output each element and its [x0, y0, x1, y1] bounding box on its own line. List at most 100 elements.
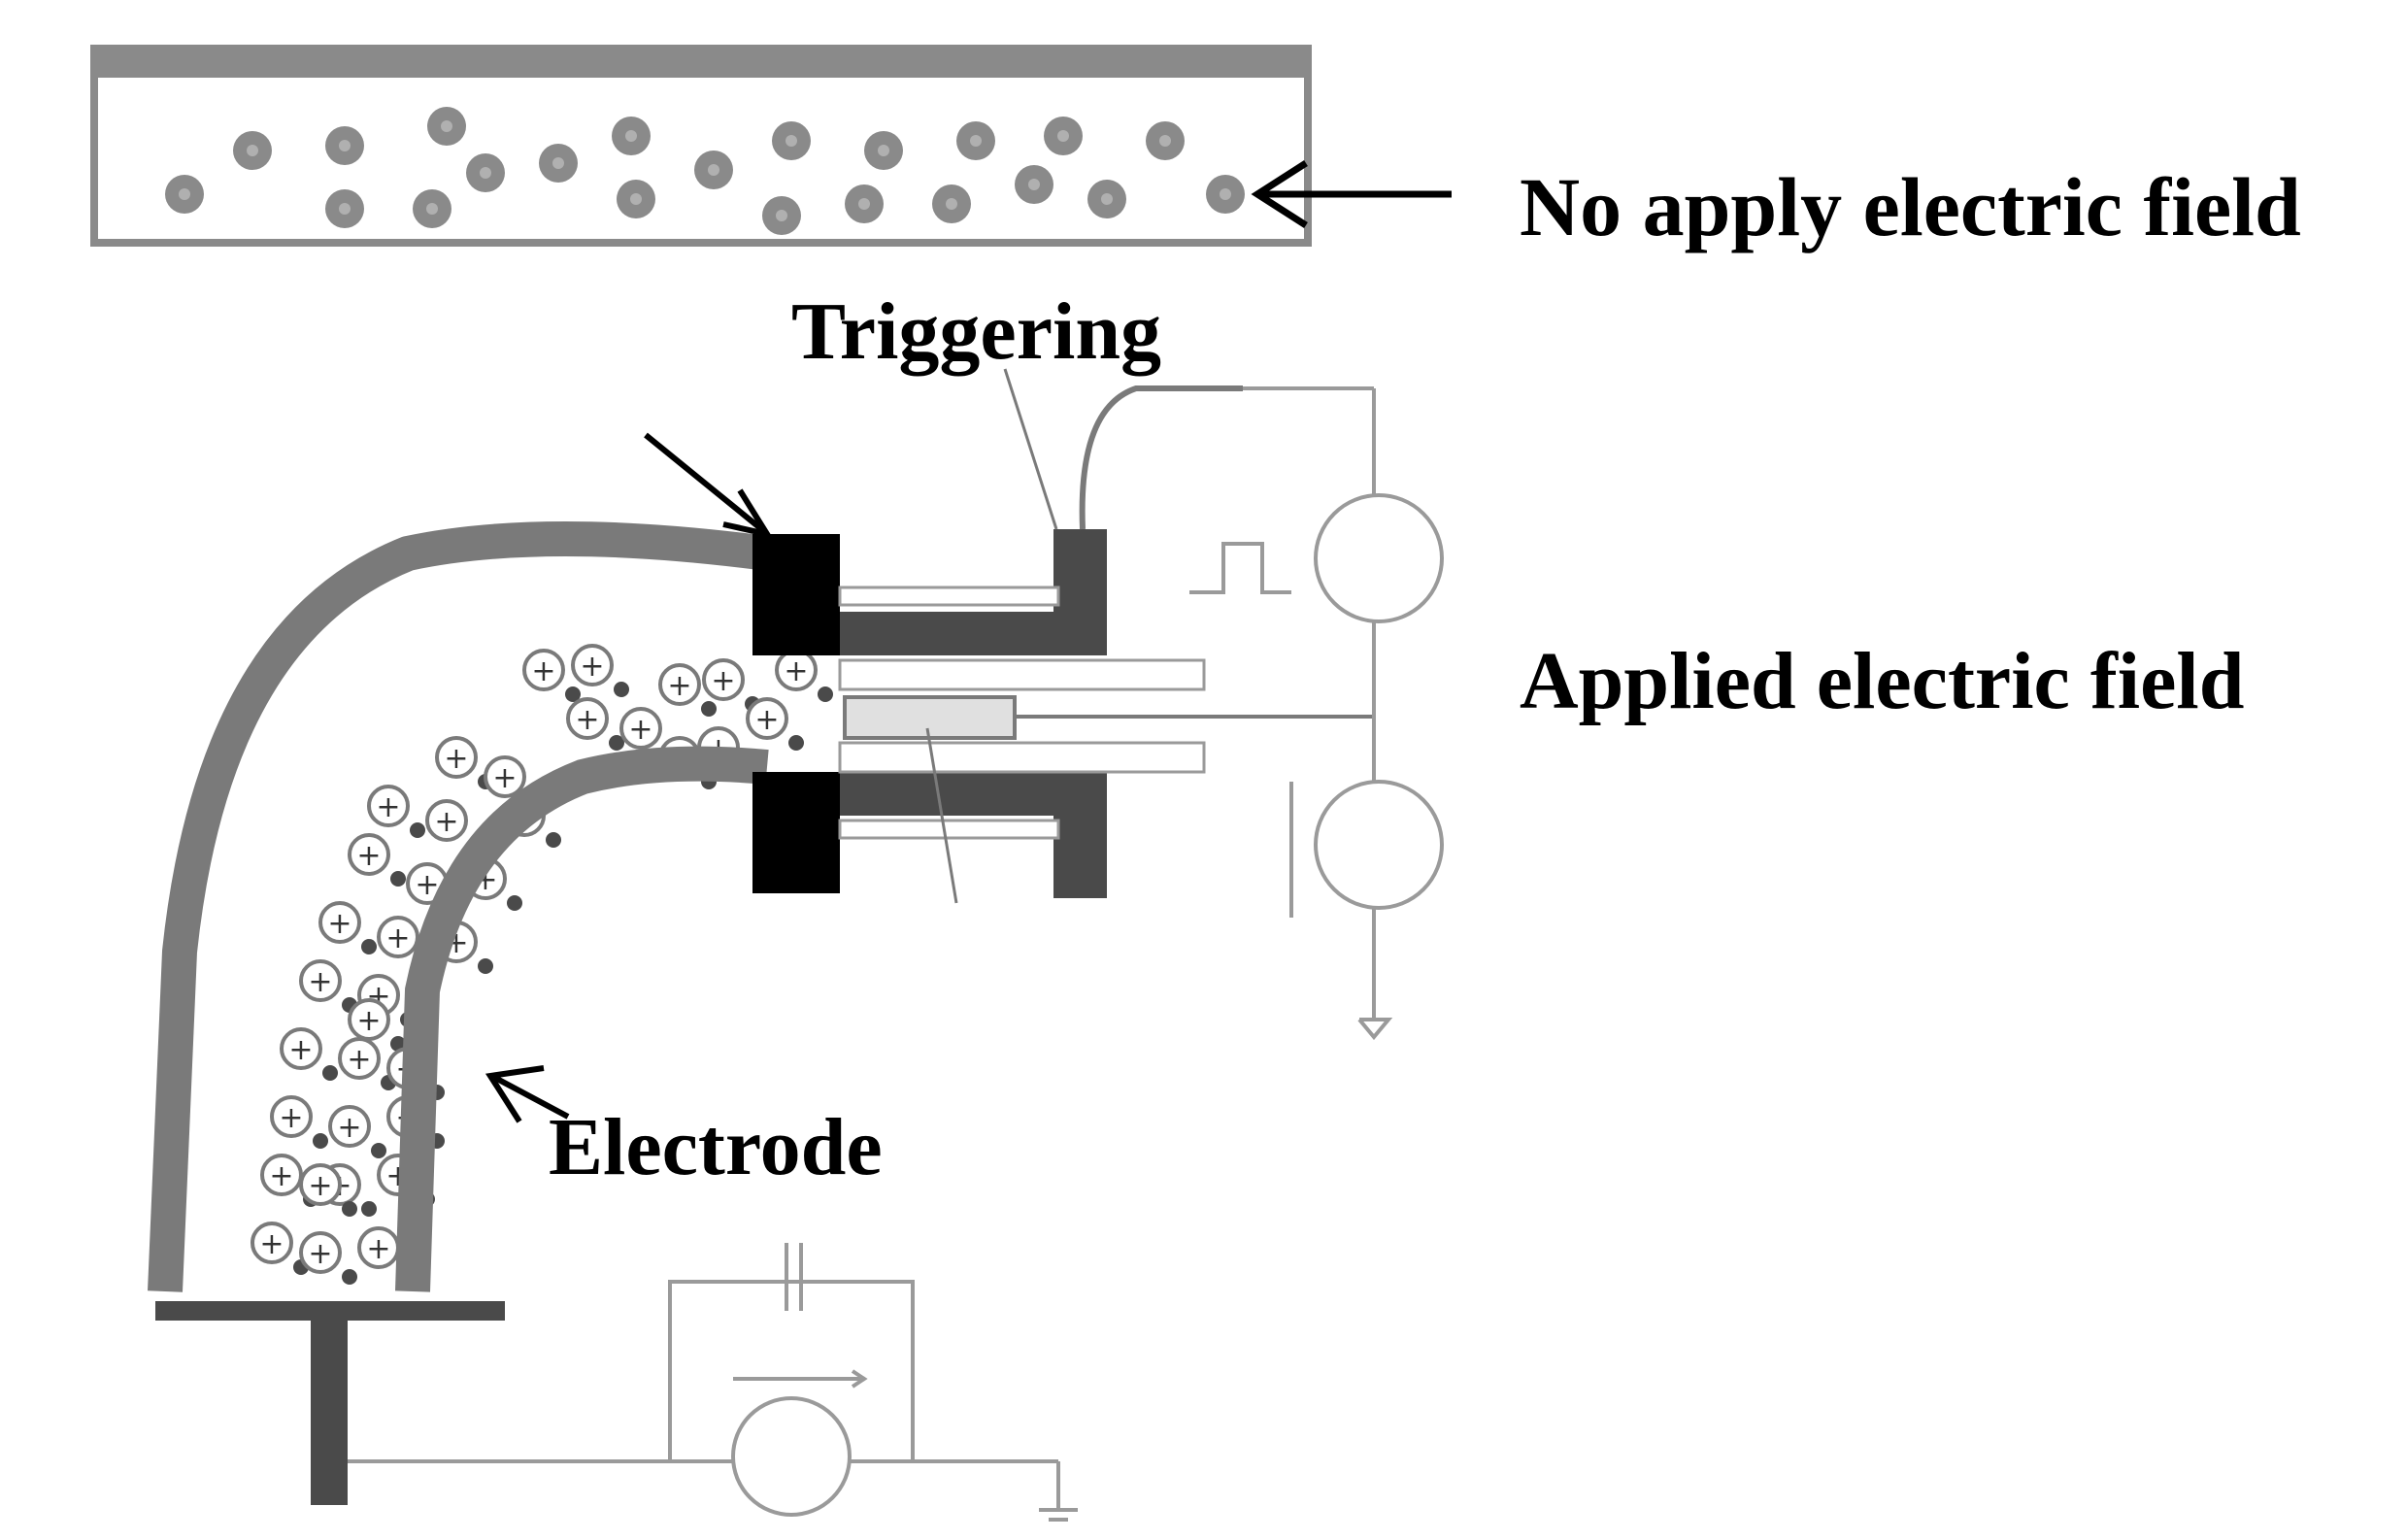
neutral-particle-core: [625, 130, 637, 142]
plus-sign: +: [784, 654, 808, 688]
positive-ion: [328, 1105, 371, 1148]
positive-ion: [251, 1222, 293, 1264]
neutral-particle-core: [247, 145, 258, 156]
electrode-block-arrow: [644, 432, 774, 539]
positive-ion: [260, 1154, 303, 1196]
no-field-arrow: [1251, 160, 1452, 228]
label-triggering: Triggering: [791, 286, 1162, 377]
neutral-particle-group: [165, 107, 1245, 235]
plus-sign: +: [711, 664, 735, 698]
positive-ion: [299, 1231, 342, 1274]
neutral-particle-core: [946, 198, 957, 210]
positive-ion: [571, 644, 614, 686]
positive-ion: [270, 1095, 313, 1138]
positive-ion: [377, 916, 419, 958]
plus-sign: +: [337, 1111, 361, 1145]
neutral-particle-core: [970, 135, 982, 147]
neutral-particle-core: [1057, 130, 1069, 142]
plus-sign: +: [754, 703, 779, 737]
electron: [818, 686, 833, 702]
electron: [701, 701, 717, 717]
neutral-particle-core: [1028, 179, 1040, 190]
positive-ion: [348, 833, 390, 876]
plus-sign: +: [444, 742, 468, 776]
plus-sign: +: [376, 790, 400, 824]
neutral-particle-core: [1220, 188, 1231, 200]
electron: [507, 895, 522, 911]
electron: [614, 682, 629, 697]
positive-ion: [338, 1037, 381, 1080]
label-no-field: No apply electric field: [1520, 160, 2301, 253]
electron: [342, 1269, 357, 1285]
neutral-particle-core: [786, 135, 797, 147]
plus-sign: +: [308, 1237, 332, 1271]
positive-ion: [299, 1163, 342, 1206]
neutral-particle-core: [480, 167, 491, 179]
positive-ion: [435, 736, 478, 779]
neutral-particle-core: [708, 164, 719, 176]
label-applied-field: Applied electric field: [1520, 636, 2245, 726]
plus-sign: +: [434, 805, 458, 839]
neutral-particle-core: [339, 140, 351, 151]
neutral-particle-core: [776, 210, 787, 221]
positive-ion: [619, 707, 662, 750]
positive-ion: [566, 697, 609, 740]
electron: [390, 871, 406, 887]
electrode-label-arrow: [485, 1065, 570, 1123]
electron: [788, 735, 804, 751]
neutral-particle-core: [441, 120, 452, 132]
electron: [478, 958, 493, 974]
positive-ion: [658, 663, 701, 706]
plus-sign: +: [628, 713, 652, 747]
electrode-blocks: [752, 534, 840, 893]
plus-sign: +: [492, 761, 517, 795]
positive-ion: [348, 998, 390, 1041]
electron: [410, 822, 425, 838]
plus-sign: +: [575, 703, 599, 737]
plus-sign: +: [279, 1101, 303, 1135]
plus-sign: +: [347, 1043, 371, 1077]
neutral-particle-core: [1159, 135, 1171, 147]
positive-ion: [702, 658, 745, 701]
neutral-particle-core: [426, 203, 438, 215]
electron: [342, 1201, 357, 1217]
plus-sign: +: [385, 921, 410, 955]
electrode-tube: +++++++++++++++++++++++++++++++++++++: [148, 505, 833, 1505]
trigger-leader: [1003, 368, 1243, 530]
neutral-particle-core: [1101, 193, 1113, 205]
plus-sign: +: [356, 839, 381, 873]
neutral-particle-core: [179, 188, 190, 200]
pulse-circuit: [1189, 386, 1444, 1041]
electron: [371, 1143, 386, 1158]
neutral-particle-core: [878, 145, 889, 156]
positive-ion: [367, 785, 410, 827]
ion-particle-group: +++++++++++++++++++++++++++++++++++++: [251, 644, 833, 1285]
plus-sign: +: [366, 1232, 390, 1266]
plus-sign: +: [269, 1159, 293, 1193]
neutral-particle-core: [552, 157, 564, 169]
plus-sign: +: [667, 669, 691, 703]
electron: [609, 735, 624, 751]
positive-ion: [746, 697, 788, 740]
positive-ion: [425, 799, 468, 842]
plus-sign: +: [327, 907, 351, 941]
bottom-circuit: [348, 1243, 1078, 1522]
plus-sign: +: [356, 1004, 381, 1038]
plus-sign: +: [531, 654, 555, 688]
positive-ion: [299, 959, 342, 1002]
neutral-particle-core: [630, 193, 642, 205]
electron: [546, 832, 561, 848]
electron: [361, 1201, 377, 1217]
trigger-housing: [838, 529, 1374, 904]
no-field-box: [90, 45, 1312, 247]
positive-ion: [318, 901, 361, 944]
positive-ion: [280, 1027, 322, 1070]
plus-sign: +: [308, 1169, 332, 1203]
plus-sign: +: [288, 1033, 313, 1067]
electron: [313, 1133, 328, 1149]
neutral-particle-core: [858, 198, 870, 210]
positive-ion: [484, 755, 526, 798]
neutral-particle-core: [339, 203, 351, 215]
plus-sign: +: [259, 1227, 284, 1261]
